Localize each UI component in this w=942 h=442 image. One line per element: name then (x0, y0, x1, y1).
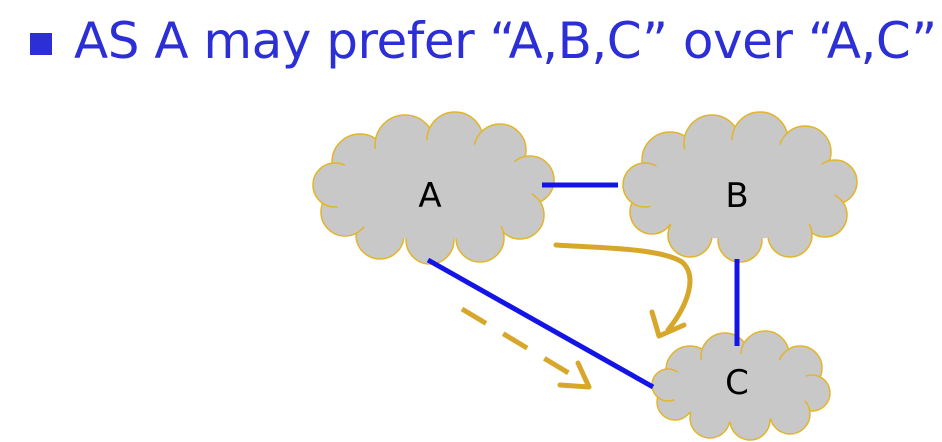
cloud-c: C (651, 330, 831, 441)
preferred-path-arrow (553, 242, 693, 339)
node-label-b: B (725, 176, 748, 216)
node-label-c: C (725, 363, 749, 403)
node-label-a: A (418, 176, 441, 216)
direct-path-dashed-arrow (460, 306, 592, 390)
link-a-c (426, 257, 655, 390)
bullet-item: AS A may prefer “A,B,C” over “A,C” (30, 6, 937, 76)
cloud-b: B (622, 111, 858, 263)
bullet-square-icon (30, 33, 52, 55)
cloud-a: A (312, 111, 555, 265)
bullet-text: AS A may prefer “A,B,C” over “A,C” (74, 12, 937, 70)
